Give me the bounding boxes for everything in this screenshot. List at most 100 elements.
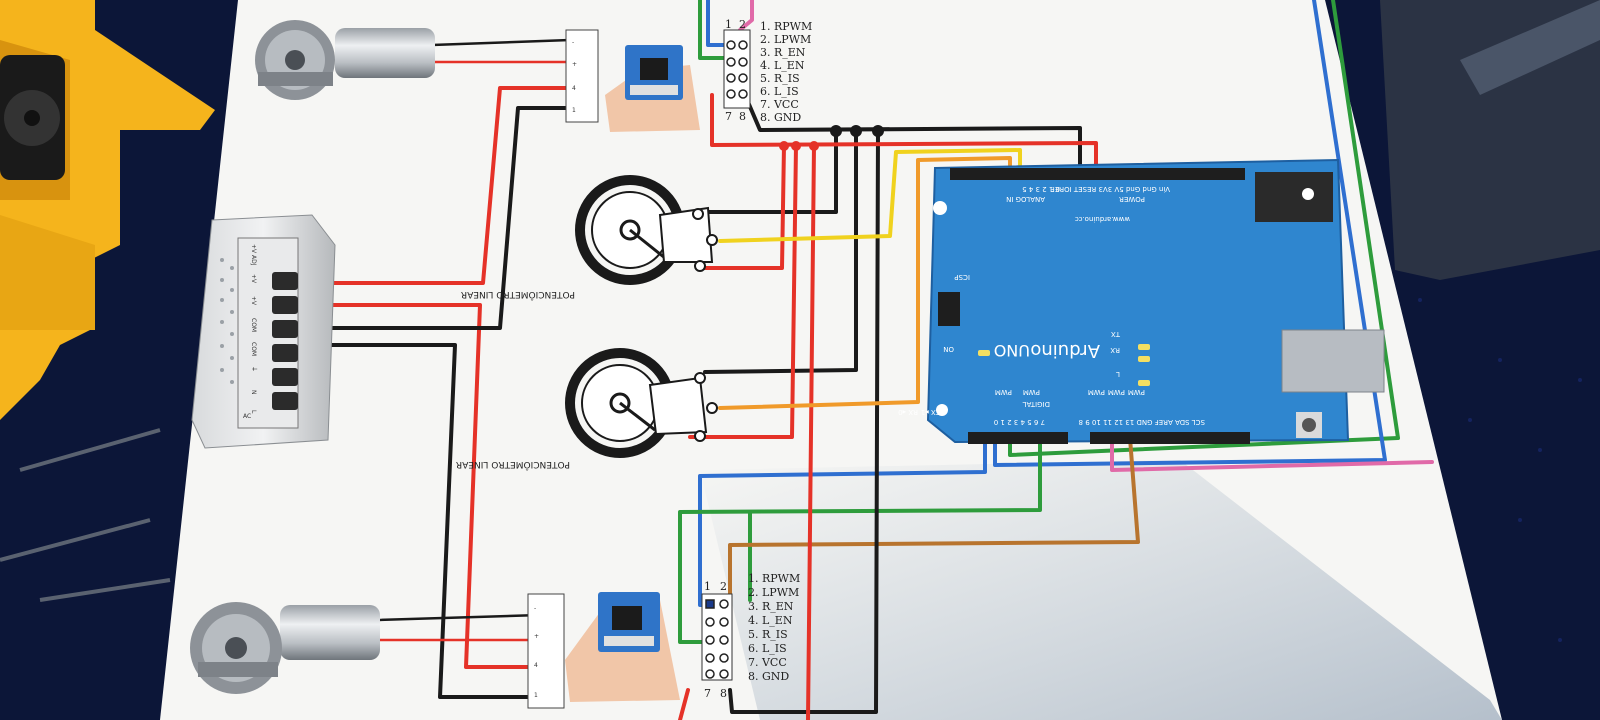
top-header-left [950, 168, 1145, 180]
header-bottom-1: 7 [725, 110, 732, 123]
digital-label: DIGITAL [1023, 400, 1050, 408]
pin-label: 2. LPWM [760, 33, 811, 46]
psu-label-l: L [250, 410, 257, 414]
motor-top [255, 20, 435, 100]
black-gnd-drop-2 [703, 128, 858, 374]
blue-wire-top [706, 0, 727, 47]
terminal-label: - [572, 39, 574, 46]
pin-label: 4. L_EN [748, 614, 793, 627]
pin-label: 6. L_IS [748, 642, 787, 655]
power-supply: +V ADJ +V +V COM COM ⏚ N L AC [191, 214, 336, 449]
black-gnd-drop-3 [728, 128, 880, 714]
yellow-wire [718, 148, 1022, 243]
pwm-label: PWM [995, 388, 1012, 396]
bottom-header-right [1090, 432, 1250, 444]
pin-label: 5. R_IS [748, 628, 788, 641]
motor-bottom-lead-black [376, 613, 542, 622]
red-drop-2 [688, 143, 798, 439]
tx-label: TX [1111, 330, 1121, 338]
potentiometer-1: POTENCIÔMETRO LINEAR [461, 175, 718, 301]
driver-pin-list-bottom: 1. RPWM 2. LPWM 3. R_EN 4. L_EN 5. R_IS … [748, 572, 800, 683]
terminal-label: - [534, 605, 536, 612]
pwm-label: PWM [1023, 388, 1040, 396]
terminal-label: + [572, 61, 577, 68]
header-col-2: 2 [739, 18, 746, 31]
icsp-label: ICSP [954, 273, 970, 281]
red-vcc-bus [710, 93, 1098, 167]
yellow-cabinet [0, 0, 215, 420]
vcc-junctions [779, 141, 819, 151]
arduino-uno-board: ANALOG IN 0 1 2 3 4 5 POWER Vin Gnd Gnd … [898, 158, 1385, 444]
pin-label: 5. R_IS [760, 72, 800, 85]
green-wire-top [698, 0, 727, 60]
driver-board-top [605, 45, 700, 132]
motor-bottom-terminal: - + 4 1 [527, 593, 565, 709]
driver-board-bottom [565, 592, 680, 702]
black-gnd-drop-1 [693, 128, 838, 214]
dc-barrel-jack [1255, 172, 1333, 222]
motor-top-terminal: - + 4 1 [565, 29, 599, 123]
pot-label-2: POTENCIÔMETRO LINEAR [456, 459, 570, 471]
brown-wire [728, 436, 1140, 602]
pin-label: 8. GND [748, 670, 789, 683]
l-label: L [1116, 370, 1120, 378]
driver-pin-list-top: 1. RPWM 2. LPWM 3. R_EN 4. L_EN 5. R_IS … [760, 20, 812, 124]
red-drop-1 [698, 143, 786, 270]
pin-label: 2. LPWM [748, 586, 799, 599]
pin-label: 1. RPWM [748, 572, 800, 585]
analog-pins: 0 1 2 3 4 5 [1022, 185, 1060, 193]
pink-wire-top [738, 0, 754, 32]
usb-port [1281, 329, 1385, 393]
psu-label-n: N [250, 390, 257, 395]
wires [313, 0, 1434, 720]
terminal-label: + [534, 633, 539, 640]
psu-label-v1: +V [250, 274, 257, 284]
motor-bottom [190, 602, 380, 694]
background-cables [0, 428, 171, 602]
motor-top-lead-black [430, 38, 572, 47]
psu-ac-label: AC [243, 413, 251, 420]
pwm-label: PWM [1128, 388, 1145, 396]
pink-wire-right [1110, 436, 1434, 472]
rx-left-label: RX ◂0 [898, 408, 918, 416]
psu-terminal-screws [272, 272, 298, 410]
arduino-model: UNO [994, 341, 1030, 360]
terminal-label: 4 [534, 662, 538, 669]
wire-junctions [830, 125, 884, 137]
red-drop-3 [806, 143, 816, 720]
pwm-label: PWM [1088, 388, 1105, 396]
terminal-label: 4 [572, 85, 576, 92]
terminal-label: 1 [534, 692, 538, 699]
black-gnd-bus [743, 93, 1082, 167]
header-bottom-2: 8 [739, 110, 746, 123]
status-leds [978, 344, 1150, 386]
header-col-1: 1 [725, 18, 732, 31]
top-header-right [1145, 168, 1245, 180]
on-label: ON [943, 345, 954, 353]
psu-label-ground: ⏚ [250, 366, 257, 372]
pin-label: 1. RPWM [760, 20, 812, 33]
orange-wire [718, 156, 1012, 410]
green-wire-right [1008, 0, 1400, 457]
pot-label-1: POTENCIÔMETRO LINEAR [461, 289, 575, 301]
paper-shadow [700, 460, 1502, 720]
carpet-texture [1408, 298, 1582, 642]
black-psu-1 [316, 106, 568, 330]
psu-label-com1: COM [250, 318, 257, 332]
header-col-2: 2 [720, 580, 727, 593]
terminal-label: 1 [572, 107, 576, 114]
power-pins: Vin Gnd Gnd 5V 3V3 RESET IOREF [1051, 185, 1170, 193]
header-bottom-2: 8 [720, 687, 727, 700]
header-col-1: 1 [704, 580, 711, 593]
pin-label: 3. R_EN [760, 46, 806, 59]
pin-label: 4. L_EN [760, 59, 805, 72]
analog-label: ANALOG IN [1006, 195, 1045, 203]
pin-label: 8. GND [760, 111, 801, 124]
txrx-left-label: TX ▸1 [921, 408, 941, 416]
dark-device [1380, 0, 1600, 280]
red-psu-1 [313, 86, 568, 285]
red-drop-4 [678, 688, 690, 720]
pwm-label: PWM [1108, 388, 1125, 396]
pin-label: 7. VCC [760, 98, 799, 111]
